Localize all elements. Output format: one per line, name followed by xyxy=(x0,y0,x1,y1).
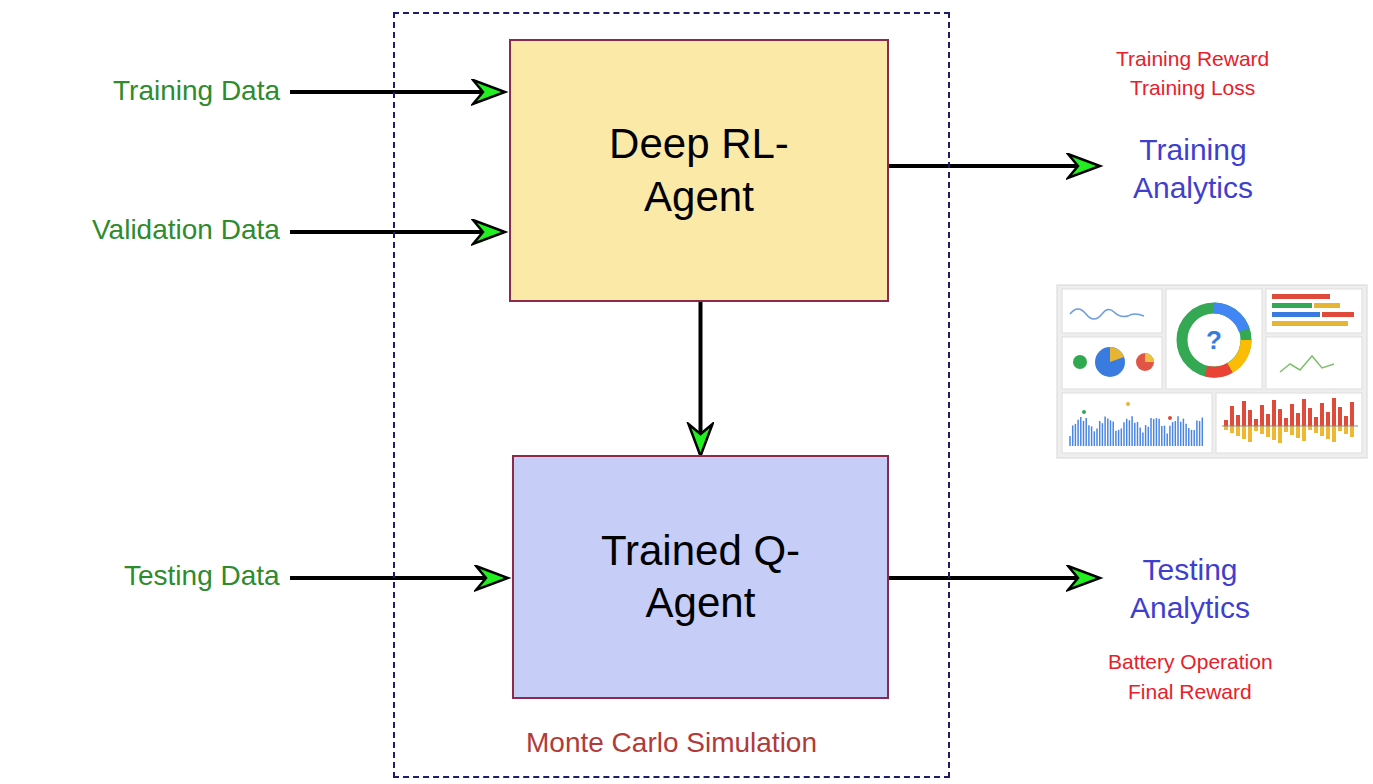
metric-label: Battery Operation xyxy=(1108,649,1273,675)
agent-box: Deep RL-Agent xyxy=(509,39,889,302)
input-label: Testing Data xyxy=(124,558,280,593)
input-label: Validation Data xyxy=(92,212,280,247)
output-label: Testing Analytics xyxy=(1095,551,1285,626)
input-label: Training Data xyxy=(113,73,280,108)
simulation-region: Monte Carlo Simulation Deep RL-AgentTrain… xyxy=(393,12,950,778)
icon-glyph: ? xyxy=(1206,324,1222,357)
metric-label: Training Loss xyxy=(1130,75,1255,101)
agent-box: Trained Q-Agent xyxy=(512,455,889,699)
box-title: Trained Q-Agent xyxy=(586,525,816,630)
flow-arrow xyxy=(699,302,703,454)
metric-label: Training Reward xyxy=(1116,46,1269,72)
region-title: Monte Carlo Simulation xyxy=(395,725,948,760)
metric-label: Final Reward xyxy=(1128,679,1252,705)
output-label: Training Analytics xyxy=(1098,131,1288,206)
box-title: Deep RL-Agent xyxy=(584,118,814,223)
dashboard-icon xyxy=(1057,285,1367,458)
